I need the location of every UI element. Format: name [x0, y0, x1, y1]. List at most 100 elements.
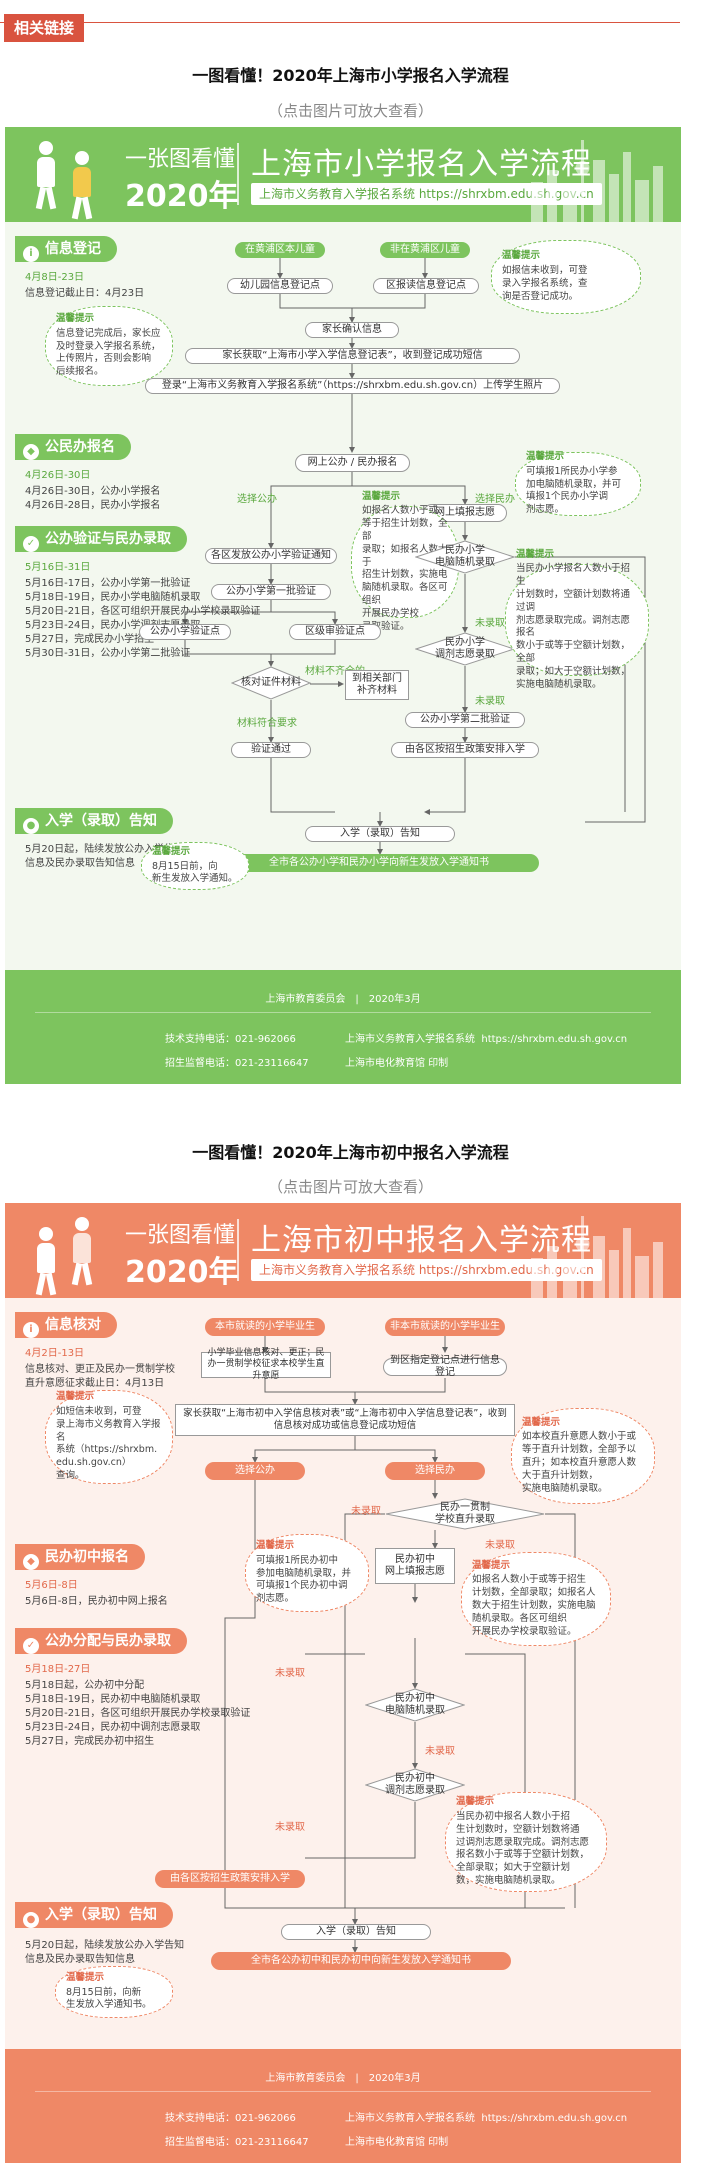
section-date-range: 4月26日-30日 — [25, 470, 91, 481]
node-online-fill: 民办初中 网上填报志愿 — [375, 1548, 455, 1584]
banner-year: 2020年 — [125, 1255, 239, 1290]
label-not-admitted-5: 未录取 — [275, 1822, 305, 1833]
node-kindergarten-point: 幼儿园信息登记点 — [227, 278, 333, 294]
tip-adjust-cloud: 温馨提示当民办小学报名人数小于招生 计划数时，空额计划数将通过调 剂志愿录取完成… — [505, 549, 649, 690]
section-item: 5月20日起，陆续发放公办入学告知 — [25, 844, 185, 855]
node-admission-notice: 入学（录取）告知 — [305, 826, 455, 842]
section-item: 5月20日-21日，各区可组织开展民办小学校录取验证 — [25, 606, 261, 617]
tip-sms-cloud: 温馨提示如短信未收到，可登 录上海市义务教育入学报名 系统（https://sh… — [45, 1390, 173, 1484]
decision-check-materials: 核对证件材料 — [231, 666, 311, 700]
section-item: 信息登记截止日：4月23日 — [25, 288, 145, 299]
section-item: 信息核对、更正及民办一贯制学校 — [25, 1364, 175, 1375]
node-assign: 由各区按招生政策安排入学 — [155, 1870, 305, 1888]
section-date-range: 5月6日-8日 — [25, 1580, 78, 1591]
banner-divider — [237, 143, 239, 205]
section-date-range: 4月8日-23日 — [25, 272, 85, 283]
person-icon: ◆ — [23, 444, 39, 460]
decision-straight-admission: 民办一贯制 学校直升录取 — [385, 1498, 545, 1530]
footer-print: 上海市电化教育馆 印制 — [345, 2137, 449, 2148]
footer-tech-phone: 技术支持电话：021-962066 — [165, 2113, 296, 2124]
section-date-range: 5月18日-27日 — [25, 1664, 91, 1675]
child-reading-icon — [69, 151, 95, 220]
footer-system: 上海市义务教育入学报名系统 https://shrxbm.edu.sh.gov.… — [345, 1034, 628, 1045]
node-check-correct: 小学毕业信息核对、更正；民办一贯制学校征求本校学生直升意愿 — [201, 1348, 331, 1381]
banner-divider — [237, 1219, 239, 1281]
decision-lottery: 民办初中 电脑随机录取 — [365, 1688, 465, 1722]
footer-tech-phone: 技术支持电话：021-962066 — [165, 1034, 296, 1045]
primary-connectors — [182, 258, 646, 855]
related-links-tag[interactable]: 相关链接 — [4, 14, 85, 42]
section-verification: ✓公办验证与民办录取 — [15, 526, 187, 552]
section-item: 5月18日-19日，民办小学电脑随机录取 — [25, 592, 201, 603]
section-item: 5月30日-31日，公办小学第二批验证 — [25, 648, 191, 659]
student-reading-icon — [69, 1217, 95, 1287]
decision-private-lottery: 民办小学 电脑随机录取 — [415, 540, 515, 574]
middle-footer: 上海市教育委员会 | 2020年3月 技术支持电话：021-962066 上海市… — [5, 2049, 681, 2163]
check-icon: ✓ — [23, 1638, 39, 1654]
tip-choice-cloud: 温馨提示可填报1所民办初中 参加电脑随机录取，并 可填报1个民办初中调 剂志愿。 — [245, 1534, 369, 1612]
related-links-rule — [0, 22, 680, 23]
node-final-notice: 全市各公办小学和民办小学向新生发放入学通知书 — [219, 854, 539, 872]
primary-footer: 上海市教育委员会 | 2020年3月 技术支持电话：021-962066 上海市… — [5, 970, 681, 1084]
decision-adjust: 民办初中 调剂志愿录取 — [365, 1768, 465, 1802]
tip-adjust-cloud: 温馨提示当民办初中报名人数小于招 生计划数时，空额计划数将通 过调剂志愿录取完成… — [445, 1792, 607, 1892]
section-item: 4月26日-30日，公办小学报名 — [25, 486, 161, 497]
article-title-primary: 一图看懂！2020年上海市小学报名入学流程 — [192, 66, 509, 85]
label-not-admitted: 未录取 — [351, 1506, 381, 1517]
tip-straight-cloud: 温馨提示如本校直升意愿人数小于或 等于直升计划数，全部予以 直升；如本校直升意愿… — [511, 1408, 655, 1504]
shanghai-skyline-icon — [531, 140, 663, 222]
section-application: ◆公民办报名 — [15, 434, 131, 460]
node-outside-graduate: 非本市就读的小学毕业生 — [385, 1318, 505, 1336]
related-links-bar: 相关链接 — [0, 0, 701, 44]
shanghai-skyline-icon — [531, 1216, 663, 1298]
tip-lottery-cloud: 温馨提示如报名人数小于或等于招生 计划数，全部录取；如报名人 数大于招生计划数，… — [461, 1552, 611, 1646]
label-not-admitted-2: 未录取 — [485, 1540, 515, 1551]
primary-flow-poster[interactable]: 一张图看懂 2020年 上海市小学报名入学流程 上海市义务教育入学报名系统 ht… — [5, 127, 681, 1084]
bell-icon: ● — [23, 818, 39, 834]
footer-system: 上海市义务教育入学报名系统 https://shrxbm.edu.sh.gov.… — [345, 2113, 628, 2124]
child-figure-icon — [33, 141, 59, 211]
section-private-application: ◆民办初中报名 — [15, 1544, 145, 1570]
section-allocation: ✓公办分配与民办录取 — [15, 1628, 187, 1654]
node-online-fill: 网上填报志愿 — [423, 504, 507, 522]
section-item: 5月16日-17日，公办小学第一批验证 — [25, 578, 191, 589]
banner-small-text: 一张图看懂 — [125, 147, 236, 172]
section-item: 5月20日起，陆续发放公办入学告知 — [25, 1940, 185, 1951]
bell-icon: ● — [23, 1912, 39, 1928]
node-supplement: 到相关部门 补齐材料 — [345, 670, 409, 700]
middle-flow-poster[interactable]: 一张图看懂 2020年 上海市初中报名入学流程 上海市义务教育入学报名系统 ht… — [5, 1203, 681, 2163]
banner-small-text: 一张图看懂 — [125, 1223, 236, 1248]
section-admission-notice: ●入学（录取）告知 — [15, 808, 173, 834]
section-item: 5月18日-19日，民办初中电脑随机录取 — [25, 1694, 201, 1705]
node-online-application: 网上公办 / 民办报名 — [295, 454, 410, 472]
banner-system-url[interactable]: 上海市义务教育入学报名系统 https://shrxbm.edu.sh.gov.… — [251, 183, 602, 205]
middle-banner: 一张图看懂 2020年 上海市初中报名入学流程 上海市义务教育入学报名系统 ht… — [5, 1203, 681, 1298]
node-verified: 验证通过 — [231, 742, 311, 758]
label-not-admitted-4: 未录取 — [425, 1746, 455, 1757]
footer-org: 上海市教育委员会 | 2020年3月 — [265, 2073, 421, 2084]
banner-system-url[interactable]: 上海市义务教育入学报名系统 https://shrxbm.edu.sh.gov.… — [251, 1259, 602, 1281]
primary-banner: 一张图看懂 2020年 上海市小学报名入学流程 上海市义务教育入学报名系统 ht… — [5, 127, 681, 222]
node-verify-point-district: 区级审验证点 — [289, 624, 381, 640]
label-not-admitted: 未录取 — [475, 618, 505, 629]
section-item: 5月6日-8日，民办初中网上报名 — [25, 1596, 168, 1607]
label-choose-public: 选择公办 — [237, 494, 277, 505]
section-item: 信息及民办录取告知信息 — [25, 1954, 135, 1965]
node-choose-private: 选择民办 — [385, 1462, 485, 1480]
check-icon: ✓ — [23, 536, 39, 552]
section-admission-notice: ●入学（录取）告知 — [15, 1902, 173, 1928]
section-item: 4月26日-28日，民办小学报名 — [25, 500, 161, 511]
node-system-upload: 登录“上海市义务教育入学报名系统”（https://shrxbm.edu.sh.… — [145, 378, 560, 394]
info-icon: i — [23, 1322, 39, 1338]
label-incomplete: 材料不齐全的 — [305, 666, 365, 677]
banner-title: 上海市初中报名入学流程 — [251, 1223, 592, 1258]
tip-sms-cloud: 温馨提示如报信未收到，可登 录入学报名系统，查 询是否登记成功。 — [491, 240, 641, 314]
article-title-middle: 一图看懂！2020年上海市初中报名入学流程 — [192, 1143, 509, 1162]
node-district-checkin: 到区指定登记点进行信息登记 — [383, 1355, 507, 1378]
decision-private-adjust: 民办小学 调剂志愿录取 — [415, 632, 515, 666]
